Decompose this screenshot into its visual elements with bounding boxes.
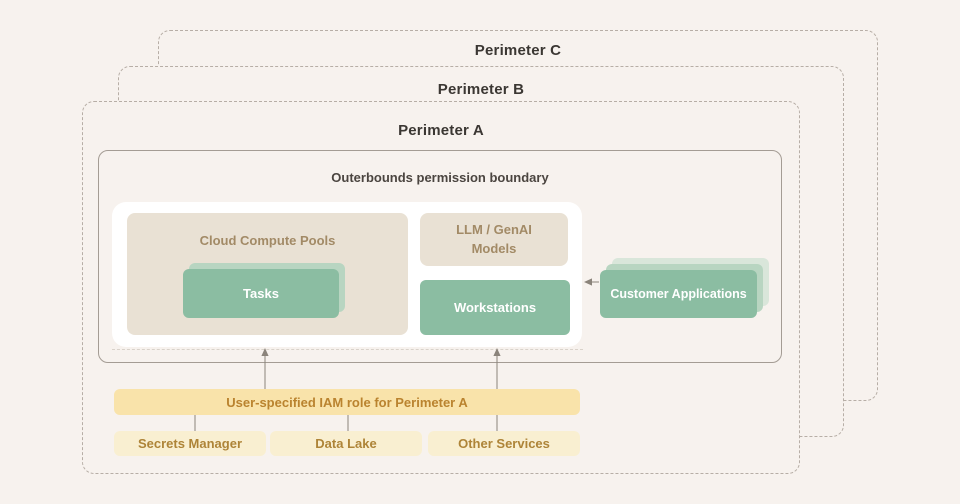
secrets-manager-box: Secrets Manager bbox=[114, 431, 266, 456]
workstations-label: Workstations bbox=[453, 300, 537, 315]
llm-genai-models-box: LLM / GenAI Models bbox=[420, 213, 568, 266]
iam-role-label: User-specified IAM role for Perimeter A bbox=[226, 394, 468, 410]
perimeter-c-label: Perimeter C bbox=[474, 42, 562, 59]
workstations-card: Workstations bbox=[420, 280, 570, 335]
llm-genai-label-line2: Models bbox=[471, 240, 517, 256]
data-lake-box: Data Lake bbox=[270, 431, 422, 456]
compute-panel-dashed-edge bbox=[112, 349, 583, 350]
data-lake-label: Data Lake bbox=[315, 436, 377, 451]
permission-boundary-box: Outerbounds permission boundary bbox=[98, 150, 782, 363]
secrets-manager-label: Secrets Manager bbox=[137, 436, 243, 451]
other-services-label: Other Services bbox=[458, 436, 550, 451]
customer-applications-label: Customer Applications bbox=[610, 287, 747, 301]
perimeter-a-label: Perimeter A bbox=[398, 122, 484, 139]
iam-role-box: User-specified IAM role for Perimeter A bbox=[114, 389, 580, 415]
llm-genai-label-line1: LLM / GenAI bbox=[456, 222, 532, 238]
cloud-compute-pools-label: Cloud Compute Pools bbox=[199, 233, 336, 248]
permission-boundary-title: Outerbounds permission boundary bbox=[331, 170, 549, 185]
perimeter-b-label: Perimeter B bbox=[437, 81, 525, 98]
tasks-card: Tasks bbox=[183, 269, 339, 318]
other-services-box: Other Services bbox=[428, 431, 580, 456]
tasks-label: Tasks bbox=[243, 286, 279, 301]
customer-applications-card: Customer Applications bbox=[600, 270, 757, 318]
